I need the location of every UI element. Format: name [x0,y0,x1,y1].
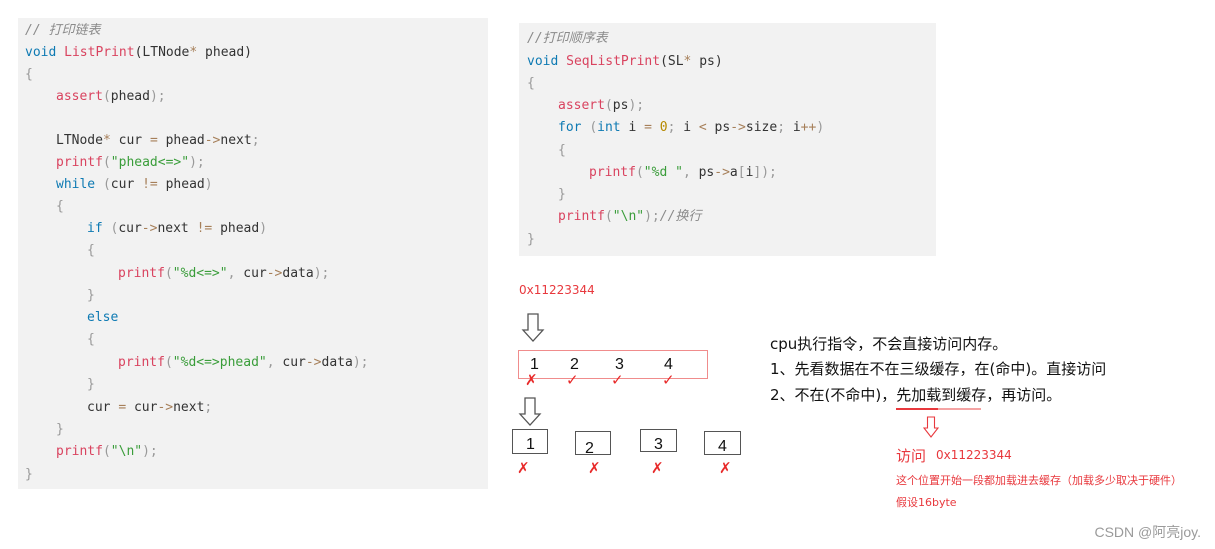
code-line: LTNode* cur = phead->next; [56,133,260,148]
code-line: printf("%d<=>", cur->data); [118,266,330,281]
down-arrow-icon [521,313,545,342]
miss-mark: ✗ [719,459,732,477]
address-label: 0x11223344 [519,283,595,297]
code-comment: // 打印链表 [25,23,101,38]
hit-mark: ✓ [611,371,624,389]
miss-mark: ✗ [651,459,664,477]
load-detail: 这个位置开始一段都加载进去缓存（加载多少取决于硬件） [896,474,1182,487]
note-line-2: 1、先看数据在不在三级缓存，在(命中)。直接访问 [770,360,1107,378]
function-signature: void ListPrint(LTNode* phead) [25,45,253,60]
code-line: if (cur->next != phead) [87,221,268,236]
underline [938,408,981,410]
code-line: printf("phead<=>"); [56,155,205,170]
code-comment: //打印顺序表 [527,31,608,46]
code-line: printf("\n"); [56,444,158,459]
underline [896,408,938,410]
code-line: printf("%d<=>phead", cur->data); [118,355,369,370]
linked-list-print-code: // 打印链表 void ListPrint(LTNode* phead) { … [18,18,488,489]
down-arrow-icon [923,416,939,438]
note-line-1: cpu执行指令，不会直接访问内存。 [770,335,1008,353]
miss-mark: ✗ [588,459,601,477]
visit-label: 访问 [896,447,927,465]
assume-size: 假设16byte [896,496,957,509]
watermark: CSDN @阿亮joy. [1094,524,1201,540]
code-line: printf("\n");//换行 [558,209,702,224]
hit-mark: ✓ [662,371,675,389]
code-line: while (cur != phead) [56,177,213,192]
seqlist-print-code: //打印顺序表 void SeqListPrint(SL* ps) { asse… [519,23,936,256]
code-line: for (int i = 0; i < ps->size; i++) [558,120,825,135]
memory-box [575,431,611,455]
code-line: cur = cur->next; [87,400,213,415]
memory-box [704,431,741,455]
cache-line-box [518,350,708,379]
code-line: assert(phead); [56,89,166,104]
memory-box [512,429,548,454]
down-arrow-icon [518,397,542,426]
code-line: printf("%d ", ps->a[i]); [589,165,777,180]
memory-box [640,429,677,452]
note-line-3: 2、不在(不命中)，先加载到缓存，再访问。 [770,386,1062,404]
hit-mark: ✓ [566,371,579,389]
function-signature: void SeqListPrint(SL* ps) [527,54,723,69]
code-line: assert(ps); [558,98,645,113]
miss-mark: ✗ [517,459,530,477]
miss-mark: ✗ [525,371,538,389]
visit-address: 0x11223344 [936,448,1012,462]
